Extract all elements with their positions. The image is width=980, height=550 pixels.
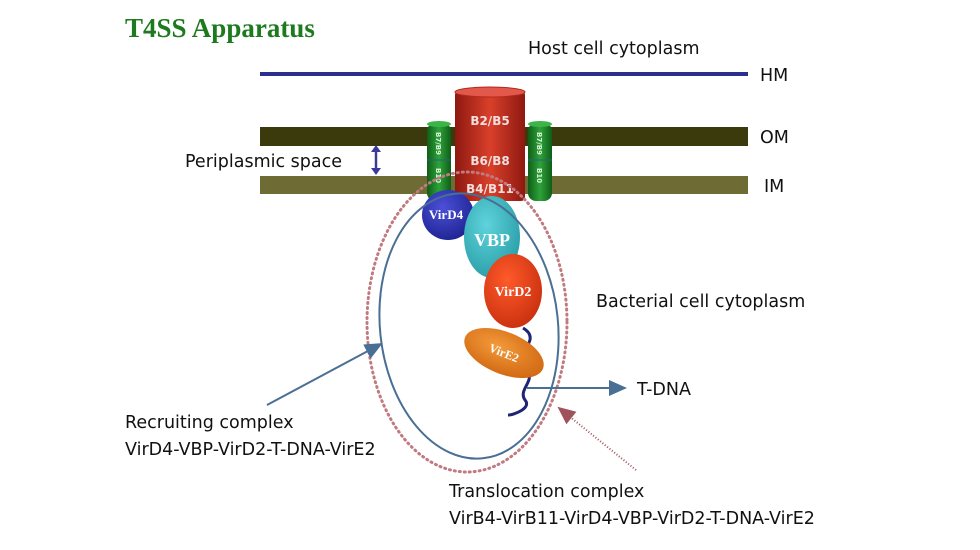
diagram-title: T4SS Apparatus [125,13,315,43]
protein-vird2: VirD2 [484,254,542,328]
protein-vird4: VirD4 [422,190,474,240]
recruiting-arrow [266,343,383,406]
core-channel: B2/B5 B6/B8 B4/B11 [454,86,526,201]
translocation-complex-outline [365,170,569,474]
channel-label-b4-b11: B4/B11 [466,182,514,196]
host-membrane [260,72,748,76]
translocation-complex-title: Translocation complex [448,482,644,502]
side-right-bottom-label: B10 [535,168,543,183]
side-left-top-label: B7/B9 [434,132,442,155]
side-right-top-label: B7/B9 [535,132,543,155]
recruiting-complex-outline [378,192,560,460]
om-label: OM [760,128,789,148]
host-cytoplasm-label: Host cell cytoplasm [528,39,700,59]
svg-text:VirD4: VirD4 [429,207,464,222]
side-channel-right: B7/B9 B10 [528,121,552,201]
translocation-complex-members: VirB4-VirB11-VirD4-VBP-VirD2-T-DNA-VirE2 [449,509,815,529]
bacterial-cytoplasm-label: Bacterial cell cytoplasm [596,292,805,312]
double-arrow-icon [371,145,381,175]
periplasmic-space-label: Periplasmic space [185,152,342,172]
recruiting-complex-title: Recruiting complex [125,413,294,433]
tdna-label: T-DNA [636,380,691,400]
channel-label-b2-b5: B2/B5 [470,114,509,128]
recruiting-complex-members: VirD4-VBP-VirD2-T-DNA-VirE2 [125,440,376,460]
hm-label: HM [760,66,788,86]
svg-text:VirD2: VirD2 [495,285,532,300]
translocation-arrow [557,406,637,471]
side-channel-left: B7/B9 B10 [427,121,451,201]
svg-text:VBP: VBP [474,230,510,250]
side-left-bottom-label: B10 [434,168,442,183]
protein-vire2: VirE2 [464,327,544,379]
channel-label-b6-b8: B6/B8 [470,154,509,168]
im-label: IM [764,177,784,197]
